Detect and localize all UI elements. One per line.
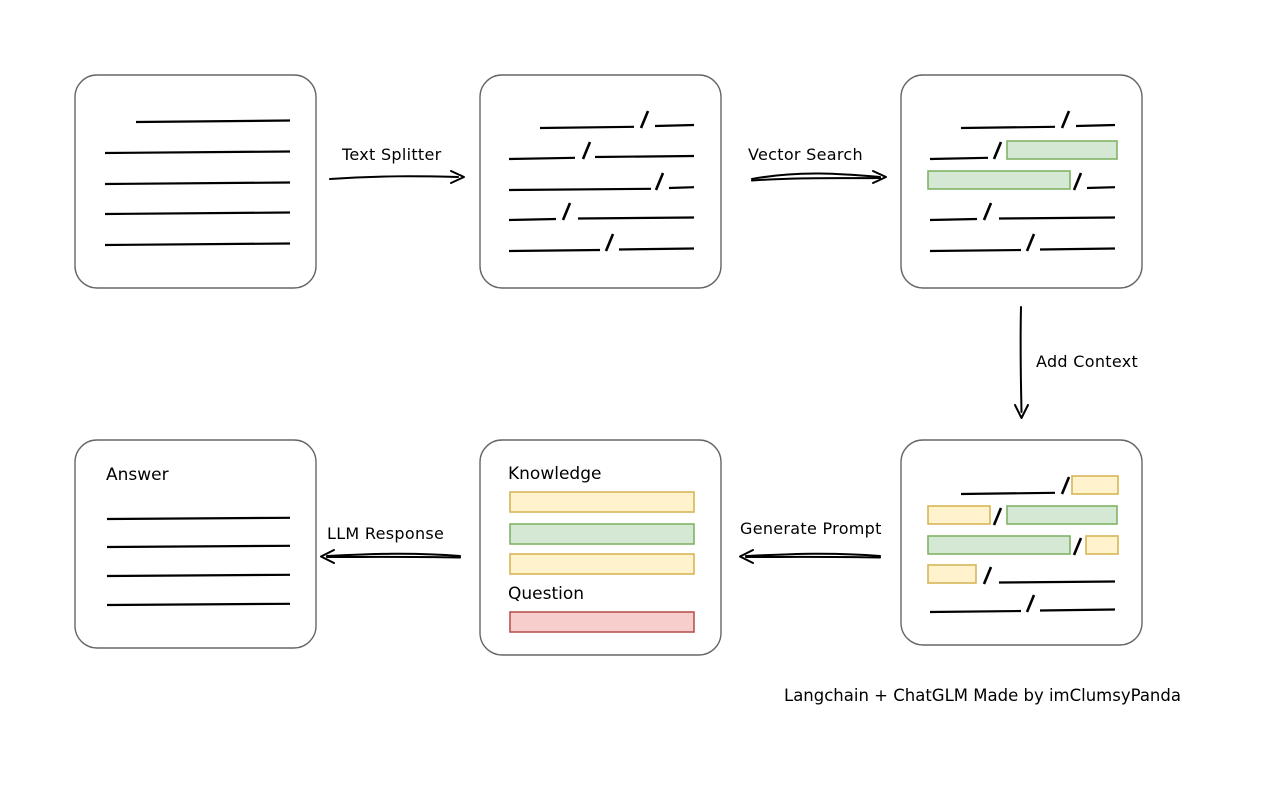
edge-text-splitter[interactable] <box>329 170 465 184</box>
split-chunks-frame <box>479 74 722 289</box>
edge-llm-response[interactable] <box>320 549 461 564</box>
question-label: Question <box>508 584 585 604</box>
source-document-lines <box>104 119 291 247</box>
edge-label-add-context: Add Context <box>1036 352 1139 371</box>
knowledge-bar-3 <box>509 553 695 575</box>
edge-label-llm-response: LLM Response <box>327 524 445 543</box>
edge-label-generate-prompt: Generate Prompt <box>740 519 882 538</box>
node-context-chunks[interactable] <box>900 439 1143 646</box>
highlight-green-r2 <box>1006 140 1118 160</box>
edge-label-text-splitter: Text Splitter <box>342 145 442 164</box>
edge-label-vector-search: Vector Search <box>748 145 863 164</box>
knowledge-bar-2 <box>509 523 695 545</box>
footer-credit: Langchain + ChatGLM Made by imClumsyPand… <box>784 686 1181 705</box>
split-chunks-lines <box>508 110 695 253</box>
highlight-yellow-r1 <box>1071 475 1119 495</box>
question-bar-1 <box>509 611 695 633</box>
answer-box-lines <box>106 516 291 607</box>
highlight-yellow-r4 <box>927 564 977 584</box>
matched-chunks-lines <box>927 110 1118 253</box>
edge-vector-search[interactable] <box>751 170 887 184</box>
highlight-green-r2b <box>1006 505 1118 525</box>
knowledge-bar-1 <box>509 491 695 513</box>
answer-box-frame <box>74 439 317 649</box>
highlight-green-r3 <box>927 170 1071 190</box>
node-split-chunks[interactable] <box>479 74 722 289</box>
edge-add-context[interactable] <box>1014 306 1029 419</box>
node-prompt-box[interactable] <box>479 439 722 656</box>
edge-generate-prompt[interactable] <box>739 549 881 564</box>
highlight-green-r3b <box>927 535 1071 555</box>
answer-label: Answer <box>106 465 169 485</box>
node-answer-box[interactable] <box>74 439 317 649</box>
context-chunks-lines <box>927 475 1119 614</box>
source-document-frame <box>74 74 317 289</box>
knowledge-label: Knowledge <box>508 464 602 484</box>
node-source-document[interactable] <box>74 74 317 289</box>
highlight-yellow-r3 <box>1085 535 1119 555</box>
node-matched-chunks[interactable] <box>900 74 1143 289</box>
highlight-yellow-r2 <box>927 505 991 525</box>
